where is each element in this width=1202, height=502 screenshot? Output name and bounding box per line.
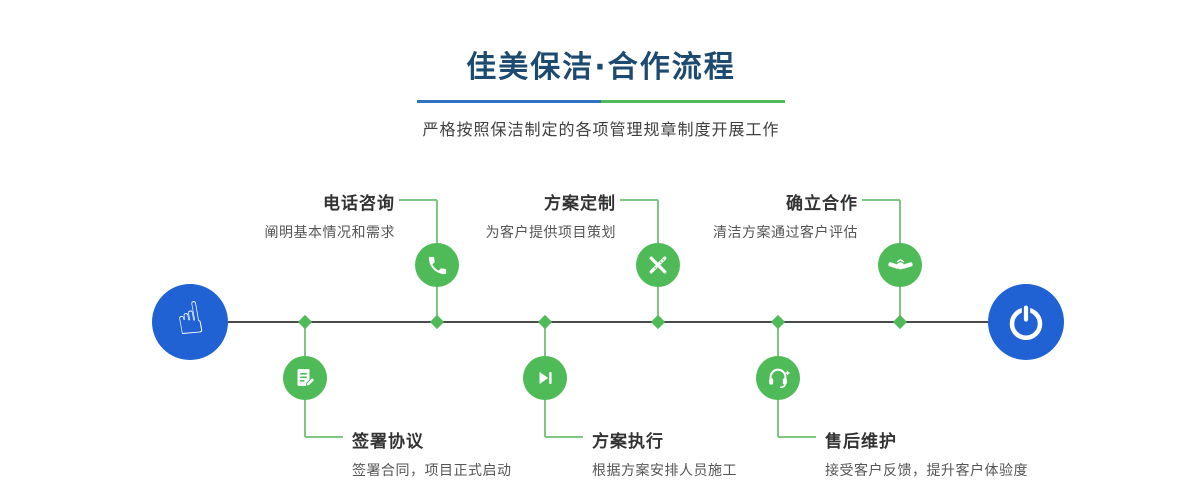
connector-line	[862, 199, 900, 201]
timeline-diamond-marker	[892, 314, 908, 330]
timeline-start-node: ☝	[152, 284, 228, 360]
step-title: 确立合作	[786, 194, 858, 214]
step-icon-circle	[878, 243, 922, 287]
power-icon	[1009, 305, 1043, 341]
connector-line	[305, 436, 343, 438]
step-icon-circle	[523, 356, 567, 400]
connector-line	[778, 436, 816, 438]
timeline-diamond-marker	[650, 314, 666, 330]
page-header: 佳美保洁·合作流程 严格按照保洁制定的各项管理规章制度开展工作	[0, 0, 1202, 140]
timeline-line	[190, 321, 1026, 323]
step-title: 签署协议	[352, 432, 424, 452]
step-desc: 根据方案安排人员施工	[592, 463, 737, 479]
timeline-diamond-marker	[297, 314, 313, 330]
page-title: 佳美保洁·合作流程	[466, 50, 736, 85]
page-subtitle: 严格按照保洁制定的各项管理规章制度开展工作	[422, 120, 780, 139]
divider-green-segment	[601, 100, 785, 103]
connector-line	[545, 436, 583, 438]
title-divider	[417, 100, 785, 103]
timeline-end-node	[988, 284, 1064, 360]
design-icon	[649, 256, 667, 274]
step-desc: 清洁方案通过客户评估	[713, 225, 858, 241]
step-desc: 签署合同，项目正式启动	[352, 463, 512, 479]
step-desc: 阐明基本情况和需求	[264, 225, 395, 241]
step-title: 售后维护	[825, 432, 897, 452]
step-title: 方案定制	[544, 194, 616, 214]
headset-icon	[769, 368, 790, 389]
step-icon-circle	[415, 243, 459, 287]
step-icon-circle	[283, 356, 327, 400]
timeline-diamond-marker	[770, 314, 786, 330]
step-title: 方案执行	[592, 432, 664, 452]
connector-line	[620, 199, 658, 201]
handshake-icon	[887, 258, 913, 269]
contract-icon	[297, 369, 316, 387]
step-icon-circle	[756, 356, 800, 400]
timeline-diamond-marker	[537, 314, 553, 330]
step-icon-circle	[636, 243, 680, 287]
step-desc: 接受客户反馈，提升客户体验度	[825, 463, 1028, 479]
connector-line	[399, 199, 437, 201]
step-desc: 为客户提供项目策划	[485, 225, 616, 241]
step-title: 电话咨询	[323, 194, 395, 214]
divider-blue-segment	[417, 100, 601, 103]
play-icon	[539, 372, 552, 384]
phone-icon	[428, 256, 446, 274]
hand-pointer-icon: ☝	[171, 292, 208, 347]
timeline-diamond-marker	[429, 314, 445, 330]
